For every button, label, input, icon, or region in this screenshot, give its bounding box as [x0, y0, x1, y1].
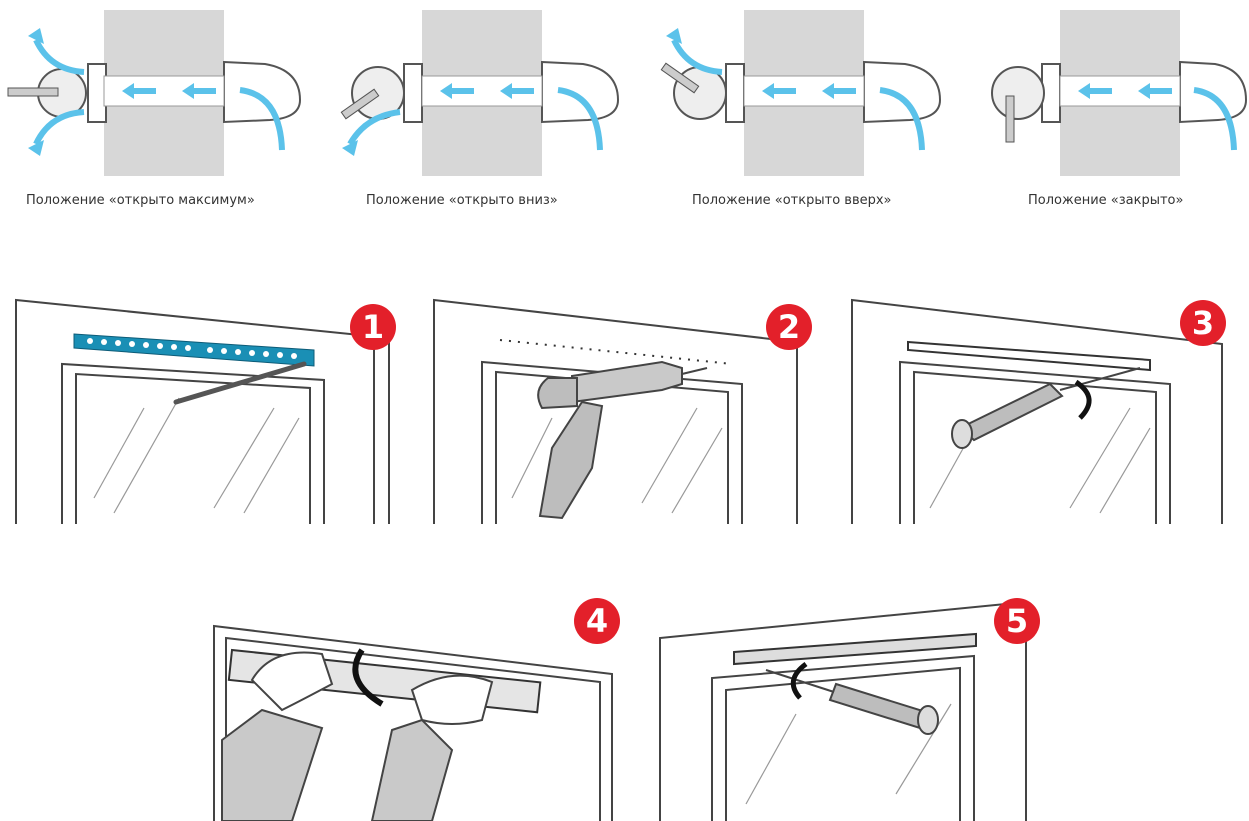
- valve-open-up-illustration: [660, 10, 942, 176]
- valve-open-max-illustration: [7, 10, 302, 176]
- step-4-illustration: [213, 624, 613, 821]
- step-number-badge: 2: [766, 304, 812, 350]
- position-open-down: Положение «открыто вниз»: [320, 0, 640, 230]
- step-2-illustration: [433, 298, 798, 524]
- position-closed: Положение «закрыто»: [960, 0, 1249, 230]
- step-3-illustration: [851, 298, 1223, 524]
- step-1-illustration: [15, 298, 390, 524]
- position-open-max: Положение «открыто максимум»: [0, 0, 320, 230]
- step-number-badge: 5: [994, 598, 1040, 644]
- step-1-panel: [14, 298, 414, 528]
- position-caption: Положение «открыто вниз»: [366, 193, 558, 208]
- step-number-badge: 1: [350, 304, 396, 350]
- step-5-panel: [656, 594, 1046, 821]
- valve-closed-illustration: [991, 10, 1248, 176]
- step-number-badge: 4: [574, 598, 620, 644]
- position-caption: Положение «открыто максимум»: [26, 193, 255, 208]
- step-3-panel: [850, 298, 1240, 528]
- step-4-panel: [212, 610, 622, 821]
- step-2-panel: [432, 298, 812, 528]
- step-5-illustration: [659, 600, 1027, 821]
- valve-open-down-illustration: [340, 10, 620, 176]
- position-open-up: Положение «открыто вверх»: [640, 0, 960, 230]
- position-caption: Положение «закрыто»: [1028, 193, 1184, 208]
- step-number-badge: 3: [1180, 300, 1226, 346]
- position-caption: Положение «открыто вверх»: [692, 193, 892, 208]
